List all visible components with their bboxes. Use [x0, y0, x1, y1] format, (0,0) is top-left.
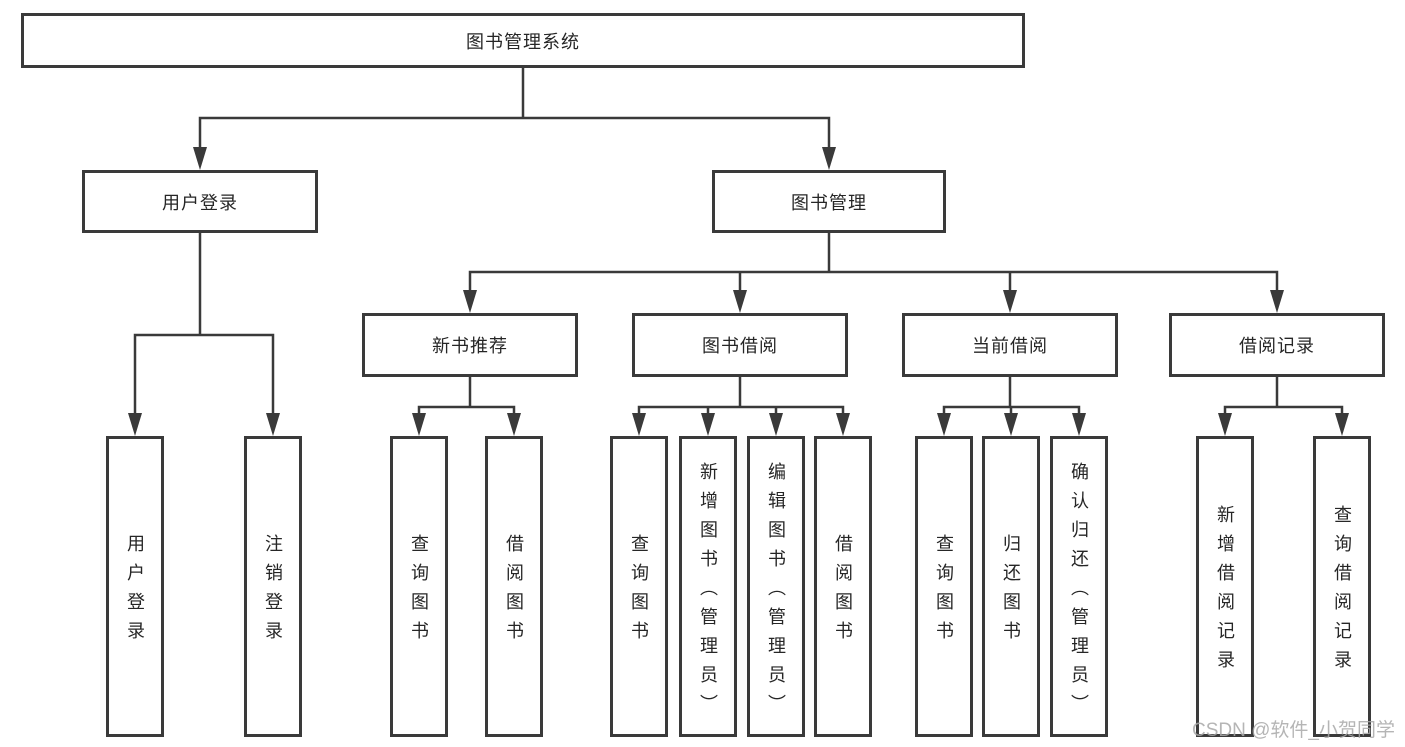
node-user-login: 用户登录 [82, 170, 318, 233]
leaf-current-return-books: 归还图书 [982, 436, 1040, 737]
node-label: 确认归还（管理员） [1069, 461, 1089, 723]
node-label: 查询图书 [409, 534, 429, 650]
node-library-management-system: 图书管理系统 [21, 13, 1025, 68]
node-book-borrowing: 图书借阅 [632, 313, 848, 377]
node-label: 借阅图书 [504, 534, 524, 650]
node-label: 查询图书 [934, 534, 954, 650]
leaf-borrow-add-books-admin: 新增图书（管理员） [679, 436, 737, 737]
leaf-recommend-borrow-books: 借阅图书 [485, 436, 543, 737]
leaf-records-add-borrow-record: 新增借阅记录 [1196, 436, 1254, 737]
node-label: 用户登录 [162, 192, 238, 213]
leaf-current-query-books: 查询图书 [915, 436, 973, 737]
node-label: 注销登录 [263, 534, 283, 650]
leaf-current-confirm-return-admin: 确认归还（管理员） [1050, 436, 1108, 737]
leaf-records-query-borrow-record: 查询借阅记录 [1313, 436, 1371, 737]
csdn-watermark: CSDN @软件_小贺同学 [1192, 720, 1395, 741]
leaf-borrow-edit-books-admin: 编辑图书（管理员） [747, 436, 805, 737]
node-book-management: 图书管理 [712, 170, 946, 233]
node-label: 新增图书（管理员） [698, 461, 718, 723]
node-label: 编辑图书（管理员） [766, 461, 786, 723]
leaf-recommend-query-books: 查询图书 [390, 436, 448, 737]
node-label: 图书管理系统 [466, 31, 580, 52]
node-label: 借阅图书 [833, 534, 853, 650]
leaf-borrow-query-books: 查询图书 [610, 436, 668, 737]
node-label: 借阅记录 [1239, 336, 1315, 356]
node-label: 图书借阅 [702, 336, 778, 356]
node-label: 归还图书 [1001, 534, 1021, 650]
node-current-borrowing: 当前借阅 [902, 313, 1118, 377]
node-label: 当前借阅 [972, 336, 1048, 356]
node-new-book-recommendation: 新书推荐 [362, 313, 578, 377]
node-borrowing-records: 借阅记录 [1169, 313, 1385, 377]
leaf-borrow-borrow-books: 借阅图书 [814, 436, 872, 737]
node-label: 新增借阅记录 [1215, 505, 1235, 679]
node-label: 图书管理 [791, 192, 867, 213]
node-label: 查询借阅记录 [1332, 505, 1352, 679]
node-label: 用户登录 [125, 534, 145, 650]
node-label: 查询图书 [629, 534, 649, 650]
leaf-logout-login: 注销登录 [244, 436, 302, 737]
leaf-user-login: 用户登录 [106, 436, 164, 737]
node-label: 新书推荐 [432, 336, 508, 356]
